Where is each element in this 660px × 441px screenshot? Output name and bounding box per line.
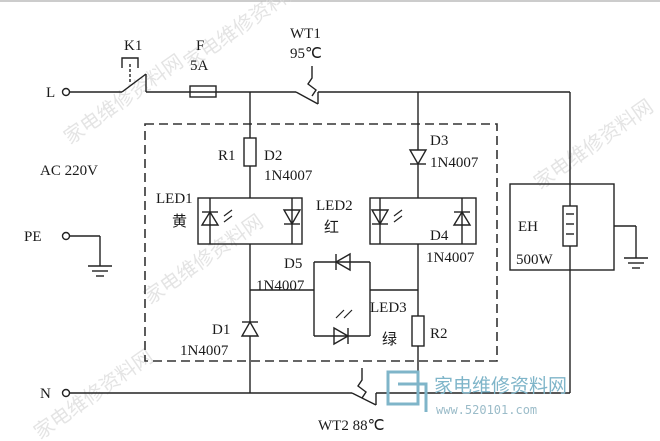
watermark-brand: 家电维修资料网 xyxy=(434,375,567,397)
watermark-text: 家电维修资料网 xyxy=(59,49,187,149)
diode-d1 xyxy=(240,320,260,337)
resistor-r1 xyxy=(243,137,257,167)
terminal-n xyxy=(61,388,71,398)
label-n-terminal: N xyxy=(40,386,51,402)
wt1-sensor xyxy=(307,66,317,97)
label-r2: R2 xyxy=(430,326,448,342)
label-fuse-name: F xyxy=(196,38,204,54)
label-d3-part: 1N4007 xyxy=(430,155,479,171)
label-led3-color: 绿 xyxy=(382,330,397,348)
label-d3-name: D3 xyxy=(430,133,448,149)
label-led3: LED3 xyxy=(370,300,407,316)
label-led2-color: 红 xyxy=(324,218,339,236)
label-d4-name: D4 xyxy=(430,228,449,244)
k1-switch-blade xyxy=(121,73,147,93)
label-k1: K1 xyxy=(124,38,142,54)
label-d4-part: 1N4007 xyxy=(426,250,475,266)
label-heater: EH xyxy=(518,219,538,235)
label-d1-part: 1N4007 xyxy=(180,343,229,359)
label-supply: AC 220V xyxy=(40,163,98,179)
label-wt1-name: WT1 xyxy=(290,26,321,42)
heater-element xyxy=(562,205,578,247)
led2-block xyxy=(369,197,477,245)
wt2-sensor xyxy=(357,368,367,399)
watermark-text: 家电维修资料网 xyxy=(529,94,657,194)
terminal-l xyxy=(61,87,71,97)
led3-diode xyxy=(333,326,350,346)
terminal-pe xyxy=(61,231,71,241)
label-d2-part: 1N4007 xyxy=(264,168,313,184)
label-wt1-temp: 95℃ xyxy=(290,46,322,62)
label-fuse-rating: 5A xyxy=(190,58,209,74)
label-d5-part: 1N4007 xyxy=(256,278,305,294)
label-r1: R1 xyxy=(218,148,236,164)
indicator-circuit xyxy=(197,92,477,393)
indicator-board-outline xyxy=(144,123,498,362)
label-wt2: WT2 88℃ xyxy=(318,418,384,434)
wt2-blade xyxy=(351,392,377,406)
label-d2-name: D2 xyxy=(264,148,282,164)
label-d1-name: D1 xyxy=(212,322,230,338)
pe-ground xyxy=(70,235,112,277)
label-pe-terminal: PE xyxy=(24,229,42,245)
heater-enclosure xyxy=(509,183,615,271)
site-watermark: 家电维修资料网 www.520101.com xyxy=(386,370,567,417)
wt1-blade xyxy=(295,91,319,105)
k1-actuator xyxy=(121,57,139,68)
label-d5-name: D5 xyxy=(284,256,302,272)
line-conductor xyxy=(70,57,570,105)
watermark-url: www.520101.com xyxy=(436,403,537,417)
diode-d3 xyxy=(408,149,428,166)
label-led2: LED2 xyxy=(316,198,353,214)
label-l-terminal: L xyxy=(46,85,55,101)
label-led1-color: 黄 xyxy=(172,212,187,230)
label-led1: LED1 xyxy=(156,191,193,207)
heater-eh xyxy=(509,92,648,393)
diode-d5 xyxy=(334,252,351,272)
resistor-r2 xyxy=(411,315,425,347)
label-heater-power: 500W xyxy=(516,252,554,268)
neutral-conductor xyxy=(70,368,570,406)
watermark-logo-mark xyxy=(386,370,420,406)
